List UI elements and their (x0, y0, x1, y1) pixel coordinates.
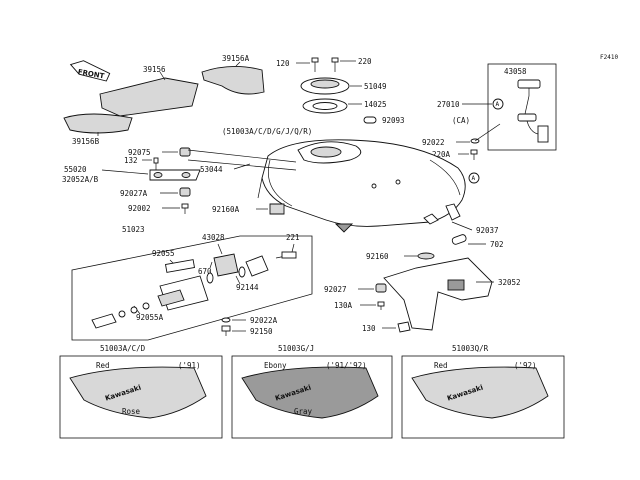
panel-2-year: ('91/'92) (326, 361, 367, 370)
bolt-92002: 92002 (128, 203, 189, 214)
part-label-92002: 92002 (128, 204, 151, 213)
part-92022: 92022 (422, 123, 501, 147)
panel-2-code: 51003G/J (278, 344, 314, 353)
part-label-130: 130 (362, 324, 376, 333)
cushion-92160a: 92160A (212, 203, 285, 215)
part-label-132: 132 (124, 156, 138, 165)
part-label-220: 220 (358, 57, 372, 66)
cushion-92160: 92160 (366, 252, 435, 261)
part-label-92055: 92055 (152, 249, 175, 258)
washer-92022a: 92022A (221, 316, 278, 325)
seat-pad-39156a: 39156A (201, 54, 265, 95)
ref-a-tank: A (472, 175, 476, 182)
part-label-14025: 14025 (364, 100, 387, 109)
part-label-51049: 51049 (364, 82, 387, 91)
pad-39156b: 39156B (63, 113, 133, 146)
bolt-120: 120 (276, 57, 319, 72)
part-label-51023: 51023 (122, 225, 145, 234)
seat-pad-39156: 39156 (99, 65, 199, 117)
part-label-53044: 53044 (200, 165, 223, 174)
part-label-92055a: 92055A (136, 313, 164, 322)
part-label-92160: 92160 (366, 252, 389, 261)
part-label-39156: 39156 (143, 65, 166, 74)
part-label-702: 702 (490, 240, 504, 249)
part-label-27010: 27010 (437, 100, 460, 109)
part-label-92022: 92022 (422, 138, 445, 147)
part-label-130a: 130A (334, 301, 353, 310)
panel-3-year: ('92) (514, 361, 537, 370)
part-label-39156b: 39156B (72, 137, 100, 146)
part-label-92093: 92093 (382, 116, 405, 125)
part-label-55020: 55020 (64, 165, 87, 174)
panel-1-code: 51003A/C/D (100, 344, 146, 353)
part-label-120: 120 (276, 59, 290, 68)
grommet-92027a: 92027A (120, 187, 191, 198)
part-label-92022a: 92022A (250, 316, 278, 325)
panel-1-year: ('91) (178, 361, 201, 370)
part-label-220a: 220A (432, 150, 451, 159)
part-702: 702 (451, 234, 504, 249)
part-label-92150: 92150 (250, 327, 273, 336)
part-label-43028: 43028 (202, 233, 225, 242)
color-panel-3: 51003Q/R Kawasaki Red ('92) (401, 344, 565, 439)
fuel-cock-51023: 51023 92055 43028 221 670 92144 92055A (71, 225, 313, 341)
part-label-92075: 92075 (128, 148, 151, 157)
fuel-cap-51049: 51049 (300, 77, 387, 95)
part-label-92027a: 92027A (120, 189, 148, 198)
part-label-92027: 92027 (324, 285, 347, 294)
part-92093: 92093 (CA) (363, 116, 470, 125)
panel-2-bottom-color: Gray (294, 407, 313, 416)
color-panel-2: 51003G/J Kawasaki Ebony ('91/'92) Gray (231, 344, 393, 439)
panel-3-code: 51003Q/R (452, 344, 489, 353)
bracket-32052: 32052 (383, 257, 521, 331)
panel-1-top-color: Red (96, 361, 110, 370)
part-label-32052ab: 32052A/B (62, 175, 99, 184)
panel-3-top-color: Red (434, 361, 448, 370)
part-label-43058: 43058 (504, 67, 527, 76)
panel-2-top-color: Ebony (264, 361, 287, 370)
ref-a-top: A (496, 101, 500, 108)
bolt-132: 132 (124, 156, 159, 170)
part-label-92160a: 92160A (212, 205, 240, 214)
fuel-tank: A (257, 139, 480, 233)
part-label-92144: 92144 (236, 283, 259, 292)
gasket-14025: 14025 (302, 98, 387, 114)
hose-53044: 53044 (187, 149, 297, 174)
front-arrow-icon: FRONT (69, 60, 111, 82)
grommet-92027: 92027 (324, 283, 387, 294)
grommet-92075: 92075 (128, 147, 191, 157)
cushion-92037: 92037 (451, 221, 499, 235)
color-panel-1: 51003A/C/D Kawasaki Red ('91) Rose (59, 344, 223, 439)
fuel-pump-27010: 43058 27010 A (437, 63, 557, 151)
part-label-32052: 32052 (498, 278, 521, 287)
panel-1-bottom-color: Rose (122, 407, 141, 416)
part-label-39156a: 39156A (222, 54, 250, 63)
reference-code: F2410 (600, 54, 618, 61)
bolt-220: 220 (331, 57, 372, 72)
part-label-221: 221 (286, 233, 300, 242)
bolt-130: 130 (362, 321, 411, 333)
part-label-ca: (CA) (452, 116, 470, 125)
part-label-670: 670 (198, 267, 212, 276)
bolt-220a: 220A (432, 149, 478, 160)
bolt-130a: 130A (334, 301, 385, 310)
part-label-92037: 92037 (476, 226, 499, 235)
bracket-55020: 55020 32052A/B (62, 165, 201, 184)
variant-note: (51003A/C/D/G/J/Q/R) (222, 127, 312, 136)
bolt-92150: 92150 (221, 325, 273, 336)
